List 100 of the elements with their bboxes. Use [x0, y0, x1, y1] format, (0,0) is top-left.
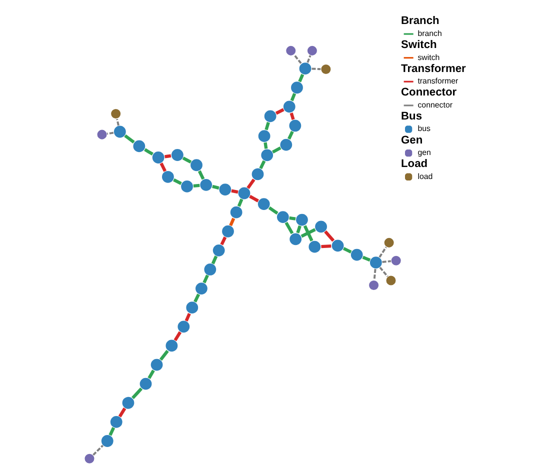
connector — [246, 178, 255, 188]
node-circle — [256, 196, 270, 210]
node-circle — [306, 44, 318, 56]
node-circle — [290, 80, 304, 94]
connector — [292, 54, 302, 64]
connector — [159, 162, 166, 172]
node-circle — [198, 178, 212, 192]
connector — [372, 268, 376, 280]
node-circle — [120, 396, 134, 410]
node-circle — [330, 238, 344, 252]
connector — [324, 230, 334, 242]
node-circle — [189, 158, 203, 172]
legend-label: gen — [417, 148, 430, 157]
legend-label: transformer — [417, 76, 458, 86]
node-circle — [229, 205, 243, 219]
connector — [290, 92, 296, 101]
label: Transformer — [400, 62, 466, 74]
node-circle — [288, 118, 302, 132]
connector — [298, 73, 304, 82]
connector — [92, 444, 104, 456]
connector — [342, 246, 352, 253]
node-circle — [368, 255, 382, 269]
node-circle — [170, 148, 184, 162]
connector — [158, 349, 168, 360]
node-circle — [160, 170, 174, 184]
connector — [210, 255, 218, 264]
node-circle — [100, 434, 114, 448]
connector — [230, 188, 238, 194]
connector — [296, 224, 301, 233]
connector — [220, 236, 226, 245]
node-circle — [383, 236, 394, 248]
connector — [124, 134, 134, 144]
connector — [193, 293, 200, 302]
node-circle — [236, 186, 250, 200]
node-circle — [112, 124, 126, 138]
label: Connector — [400, 86, 456, 98]
connector — [271, 146, 281, 153]
connector — [173, 330, 182, 341]
connector — [236, 198, 243, 206]
node-circle — [282, 99, 296, 113]
connector — [258, 160, 266, 169]
connector — [362, 255, 370, 262]
node-circle — [176, 319, 190, 333]
label: Switch — [400, 38, 436, 51]
node-circle — [390, 254, 402, 266]
node-circle — [96, 128, 108, 140]
connector — [286, 130, 294, 140]
label: Gen — [400, 134, 422, 146]
connector — [202, 274, 208, 283]
connector — [118, 407, 126, 417]
connector — [182, 156, 192, 164]
legend-label: bus — [417, 124, 430, 133]
connector — [300, 228, 316, 238]
node-circle — [368, 279, 379, 290]
node-circle — [250, 166, 264, 180]
legend-label: branch — [417, 28, 442, 38]
node-circle — [218, 182, 232, 196]
connector — [147, 369, 154, 379]
label: Bus — [400, 110, 422, 122]
node-circle — [184, 300, 198, 314]
connector — [106, 131, 114, 134]
connector — [130, 387, 142, 399]
connector — [382, 260, 390, 262]
connector — [289, 112, 294, 120]
node-circle — [350, 248, 364, 262]
connector — [311, 67, 320, 70]
connector — [288, 216, 296, 220]
connector — [116, 118, 119, 126]
connector — [164, 154, 171, 158]
connector — [172, 178, 182, 184]
connector — [184, 312, 190, 321]
connector — [264, 121, 270, 130]
connector — [320, 244, 331, 248]
label: Load — [400, 158, 428, 170]
node-circle — [278, 138, 292, 152]
label: Branch — [400, 14, 439, 27]
connector — [263, 142, 268, 148]
connector — [268, 206, 278, 214]
node-circle — [260, 148, 274, 162]
node-circle — [151, 150, 165, 164]
node-circle — [284, 44, 296, 56]
node-circle — [320, 63, 331, 74]
connector — [274, 108, 284, 114]
connector — [306, 54, 311, 62]
connector — [302, 224, 313, 242]
node-circle — [109, 414, 123, 428]
node-circle — [138, 376, 152, 390]
connector — [228, 217, 235, 226]
node-circle — [276, 210, 290, 224]
connector — [284, 221, 294, 234]
node-circle — [294, 212, 308, 226]
legend-label: connector — [417, 100, 452, 109]
node-circle — [288, 232, 302, 246]
node-circle — [83, 452, 95, 464]
node-circle — [132, 138, 146, 152]
connector — [192, 183, 200, 188]
node-circle — [314, 219, 328, 233]
node-circle — [212, 243, 226, 257]
connector — [144, 148, 153, 156]
legend-label: switch — [417, 52, 440, 62]
